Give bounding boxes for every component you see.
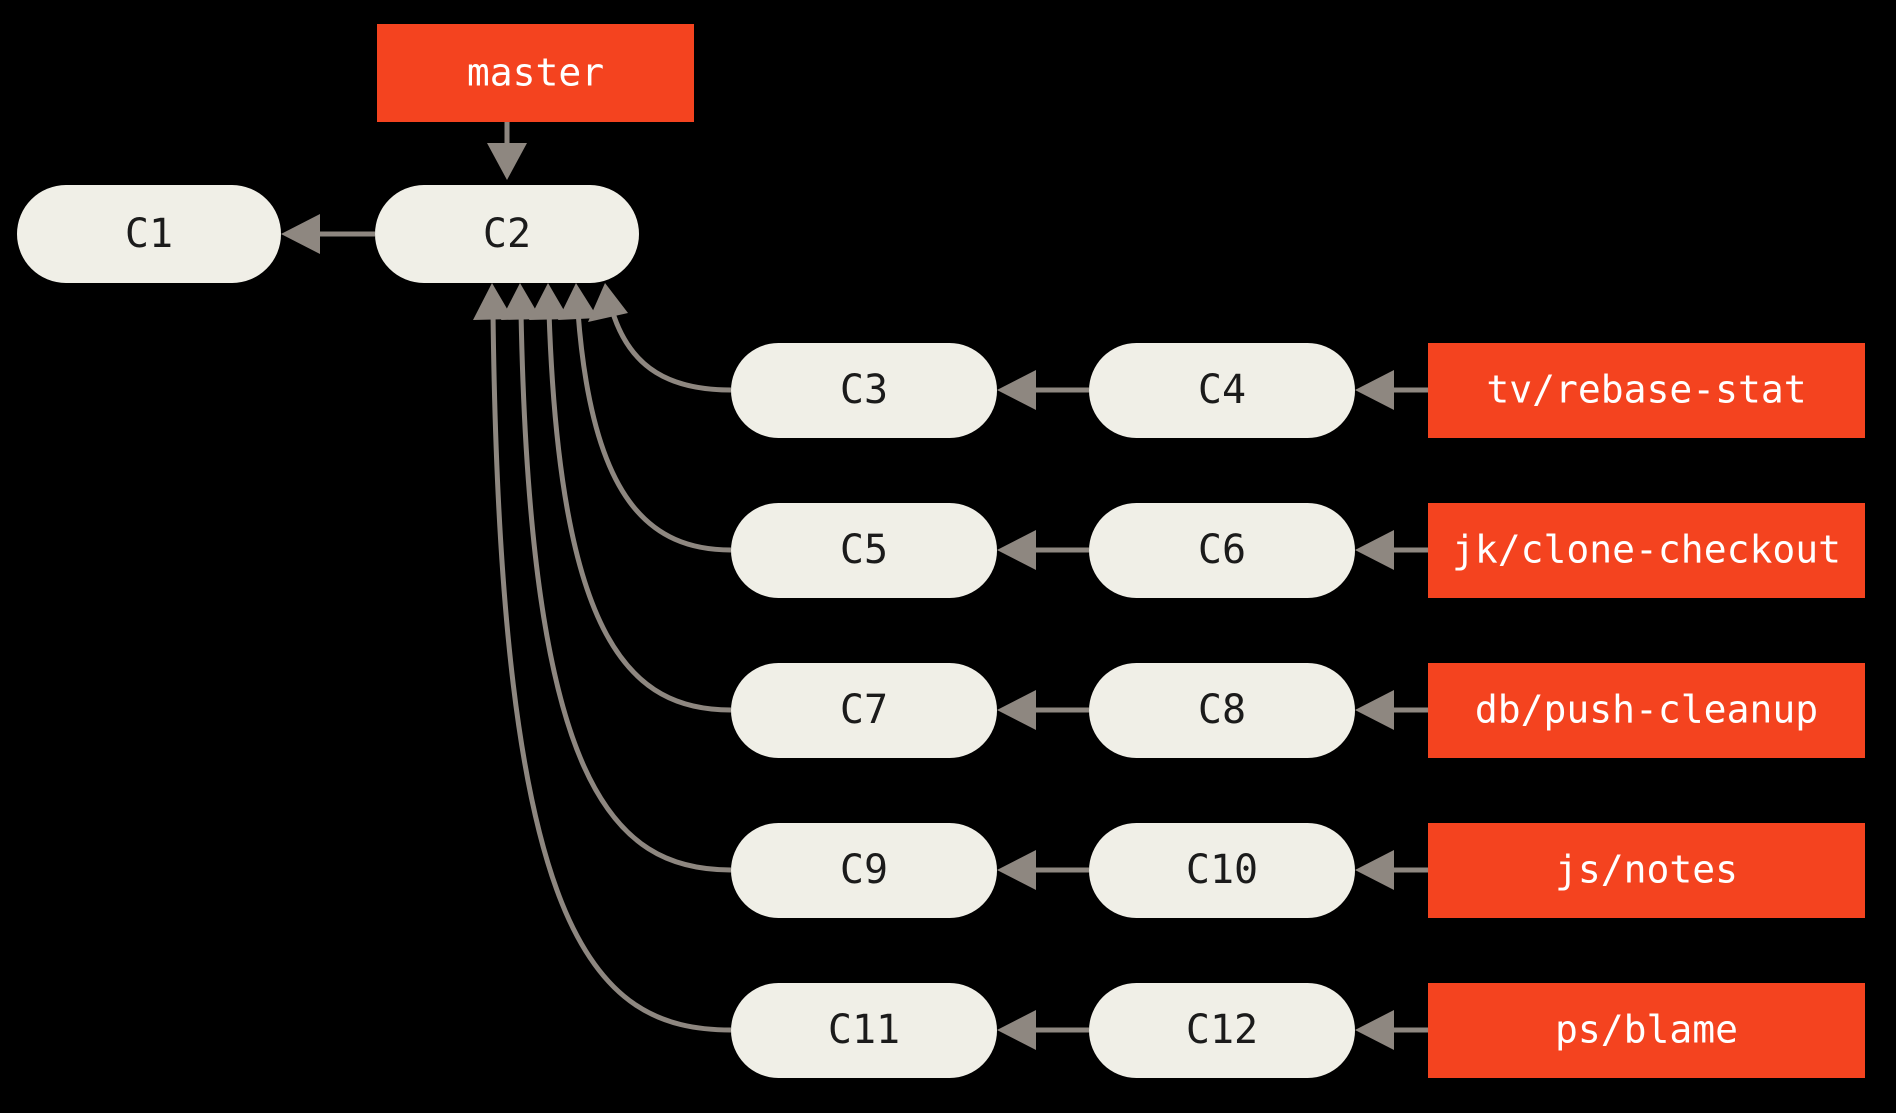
commit-node-layer: C1 C2 C3 C4 C5 C6 (17, 185, 1355, 1078)
branch-label-ps-blame-text: ps/blame (1555, 1008, 1738, 1052)
commit-node-c8[interactable]: C8 (1089, 663, 1355, 758)
commit-node-c2[interactable]: C2 (375, 185, 639, 283)
edge-c8-to-c7 (997, 690, 1089, 730)
edge-tvrebasestat-to-c4 (1355, 370, 1428, 410)
commit-node-c10-label: C10 (1186, 847, 1258, 893)
commit-node-c3[interactable]: C3 (731, 343, 997, 438)
edge-dbpushcleanup-to-c8 (1355, 690, 1428, 730)
commit-node-c12[interactable]: C12 (1089, 983, 1355, 1078)
edge-layer (281, 122, 1428, 1050)
commit-node-c6[interactable]: C6 (1089, 503, 1355, 598)
commit-node-c3-label: C3 (840, 367, 888, 413)
commit-node-c4[interactable]: C4 (1089, 343, 1355, 438)
edge-master-to-c2 (487, 122, 527, 180)
branch-label-jk-clone-checkout[interactable]: jk/clone-checkout (1428, 503, 1865, 598)
branch-label-db-push-cleanup[interactable]: db/push-cleanup (1428, 663, 1865, 758)
commit-node-c4-label: C4 (1198, 367, 1246, 413)
branch-label-layer: master tv/rebase-stat jk/clone-checkout … (377, 24, 1865, 1078)
commit-node-c7[interactable]: C7 (731, 663, 997, 758)
edge-jsnotes-to-c10 (1355, 850, 1428, 890)
branch-label-js-notes[interactable]: js/notes (1428, 823, 1865, 918)
commit-node-c12-label: C12 (1186, 1007, 1258, 1053)
branch-label-master-text: master (467, 51, 604, 95)
edge-c10-to-c9 (997, 850, 1089, 890)
edge-c9-to-c2 (501, 283, 732, 873)
commit-node-c8-label: C8 (1198, 687, 1246, 733)
commit-node-c6-label: C6 (1198, 527, 1246, 573)
commit-node-c1[interactable]: C1 (17, 185, 281, 283)
branch-label-tv-rebase-stat[interactable]: tv/rebase-stat (1428, 343, 1865, 438)
edge-c12-to-c11 (997, 1010, 1089, 1050)
commit-node-c9[interactable]: C9 (731, 823, 997, 918)
commit-node-c9-label: C9 (840, 847, 888, 893)
branch-label-ps-blame[interactable]: ps/blame (1428, 983, 1865, 1078)
commit-node-c5[interactable]: C5 (731, 503, 997, 598)
branch-label-jk-clone-checkout-text: jk/clone-checkout (1452, 528, 1841, 572)
edge-c3-to-c2 (588, 283, 732, 393)
edge-psblame-to-c12 (1355, 1010, 1428, 1050)
edge-c2-to-c1 (281, 214, 375, 254)
commit-node-c7-label: C7 (840, 687, 888, 733)
edge-c6-to-c5 (997, 530, 1089, 570)
commit-node-c2-label: C2 (483, 211, 531, 257)
edge-c7-to-c2 (529, 283, 732, 713)
edge-c5-to-c2 (558, 283, 732, 553)
edge-jkclonecheckout-to-c6 (1355, 530, 1428, 570)
commit-node-c11-label: C11 (828, 1007, 900, 1053)
branch-label-master[interactable]: master (377, 24, 694, 122)
commit-node-c11[interactable]: C11 (731, 983, 997, 1078)
edge-c11-to-c2 (473, 283, 732, 1033)
commit-node-c5-label: C5 (840, 527, 888, 573)
branch-label-tv-rebase-stat-text: tv/rebase-stat (1486, 368, 1806, 412)
commit-node-c1-label: C1 (125, 211, 173, 257)
branch-label-js-notes-text: js/notes (1555, 848, 1738, 892)
branch-label-db-push-cleanup-text: db/push-cleanup (1475, 688, 1818, 732)
commit-node-c10[interactable]: C10 (1089, 823, 1355, 918)
edge-c4-to-c3 (997, 370, 1089, 410)
